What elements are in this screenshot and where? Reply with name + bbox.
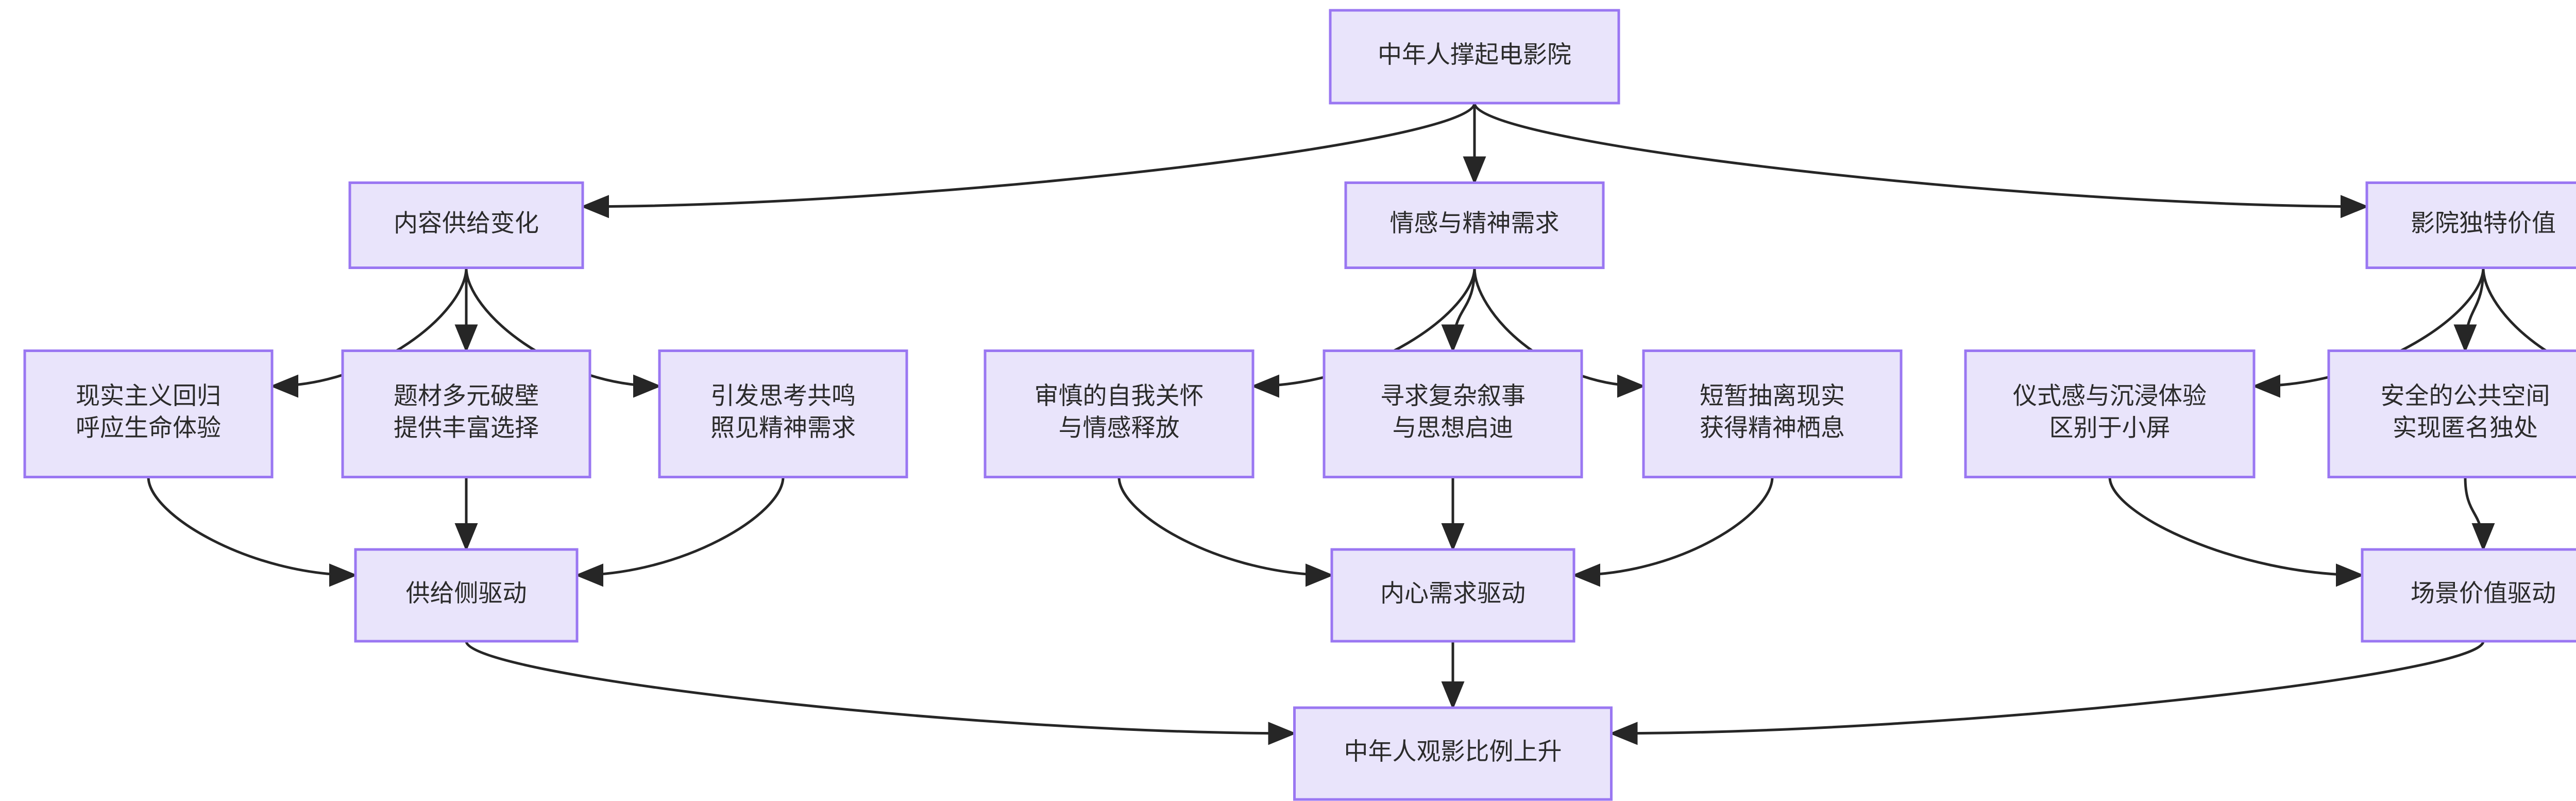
node-label-line: 影院独特价值 [2411, 209, 2556, 237]
edge-cat2-to-leaf5 [1441, 268, 1476, 353]
node-box-driver2[interactable] [1330, 548, 1575, 643]
node-box-driver1[interactable] [354, 548, 579, 643]
node-box-leaf3[interactable] [658, 349, 908, 478]
node-label-line: 短暂抽离现实 [1700, 382, 1845, 409]
edge-cat3-to-leaf9 [2482, 268, 2576, 369]
edge-leaf4-to-driver2 [1117, 477, 1334, 587]
node-leaf8[interactable]: 安全的公共空间实现匿名独处 [2327, 349, 2576, 478]
node-label-line: 获得精神栖息 [1700, 414, 1845, 441]
node-label-line: 内心需求驱动 [1380, 579, 1526, 607]
node-box-outcome[interactable] [1293, 706, 1613, 801]
node-driver1[interactable]: 供给侧驱动 [354, 548, 579, 643]
node-leaf4[interactable]: 审慎的自我关怀与情感释放 [984, 349, 1255, 478]
node-box-cat1[interactable] [348, 181, 584, 269]
node-label-driver1: 供给侧驱动 [406, 579, 527, 607]
node-driver2[interactable]: 内心需求驱动 [1330, 548, 1575, 643]
node-box-cat3[interactable] [2365, 181, 2576, 269]
edge-leaf8-to-driver3 [2464, 477, 2495, 552]
node-root[interactable]: 中年人撑起电影院 [1329, 9, 1620, 105]
node-box-leaf1[interactable] [23, 349, 274, 478]
node-label-line: 现实主义回归 [76, 382, 221, 409]
edge-cat2-to-leaf6 [1473, 268, 1646, 398]
node-box-leaf8[interactable] [2327, 349, 2576, 478]
node-label-line: 照见精神需求 [710, 414, 856, 441]
edge-root-to-cat1 [580, 103, 1476, 219]
node-box-cat2[interactable] [1344, 181, 1605, 269]
node-leaf5[interactable]: 寻求复杂叙事与思想启迪 [1323, 349, 1583, 478]
node-label-driver3: 场景价值驱动 [2411, 579, 2556, 607]
edge-driver3-to-outcome [1609, 641, 2485, 745]
node-label-leaf2: 题材多元破壁提供丰富选择 [394, 382, 539, 441]
node-label-line: 仪式感与沉浸体验 [2013, 382, 2207, 409]
node-box-leaf2[interactable] [341, 349, 591, 478]
node-label-line: 寻求复杂叙事 [1380, 382, 1526, 409]
edge-cat1-to-leaf1 [270, 268, 468, 398]
node-leaf2[interactable]: 题材多元破壁提供丰富选择 [341, 349, 591, 478]
node-label-line: 中年人撑起电影院 [1378, 41, 1571, 68]
node-label-line: 提供丰富选择 [394, 414, 539, 441]
node-label-line: 与思想启迪 [1393, 414, 1514, 441]
node-box-root[interactable] [1329, 9, 1620, 105]
node-label-leaf1: 现实主义回归呼应生命体验 [76, 382, 221, 441]
node-label-cat1: 内容供给变化 [394, 209, 539, 237]
edge-leaf1-to-driver1 [147, 477, 358, 587]
edge-leaf3-to-driver1 [574, 477, 785, 587]
node-label-line: 区别于小屏 [2049, 414, 2171, 441]
node-label-cat2: 情感与精神需求 [1390, 209, 1560, 237]
node-label-line: 场景价值驱动 [2411, 579, 2556, 607]
node-label-line: 中年人观影比例上升 [1344, 738, 1562, 765]
edge-cat3-to-leaf8 [2453, 268, 2485, 353]
node-label-root: 中年人撑起电影院 [1378, 41, 1571, 68]
node-label-leaf5: 寻求复杂叙事与思想启迪 [1380, 382, 1526, 441]
node-label-line: 供给侧驱动 [406, 579, 527, 607]
node-cat3[interactable]: 影院独特价值 [2365, 181, 2576, 269]
node-leaf1[interactable]: 现实主义回归呼应生命体验 [23, 349, 274, 478]
node-driver3[interactable]: 场景价值驱动 [2361, 548, 2576, 643]
node-leaf7[interactable]: 仪式感与沉浸体验区别于小屏 [1964, 349, 2256, 478]
node-label-leaf7: 仪式感与沉浸体验区别于小屏 [2013, 382, 2207, 441]
node-cat2[interactable]: 情感与精神需求 [1344, 181, 1605, 269]
node-label-driver2: 内心需求驱动 [1380, 579, 1526, 607]
node-label-outcome: 中年人观影比例上升 [1344, 738, 1562, 765]
node-label-leaf4: 审慎的自我关怀与情感释放 [1035, 382, 1204, 441]
node-box-leaf4[interactable] [984, 349, 1255, 478]
node-label-cat3: 影院独特价值 [2411, 209, 2556, 237]
node-label-line: 内容供给变化 [394, 209, 539, 237]
edges-layer [147, 103, 2576, 745]
node-leaf3[interactable]: 引发思考共鸣照见精神需求 [658, 349, 908, 478]
node-label-line: 安全的公共空间 [2381, 382, 2550, 409]
edge-root-to-cat3 [1473, 103, 2369, 219]
node-label-leaf8: 安全的公共空间实现匿名独处 [2381, 382, 2550, 441]
node-box-leaf7[interactable] [1964, 349, 2256, 478]
edge-cat3-to-leaf7 [2251, 268, 2485, 398]
node-label-line: 情感与精神需求 [1390, 209, 1560, 237]
node-label-line: 实现匿名独处 [2393, 414, 2538, 441]
node-label-line: 呼应生命体验 [76, 414, 221, 441]
node-outcome[interactable]: 中年人观影比例上升 [1293, 706, 1613, 801]
node-label-line: 与情感释放 [1059, 414, 1180, 441]
edge-cat1-to-leaf3 [465, 268, 662, 398]
node-label-line: 审慎的自我关怀 [1035, 382, 1204, 409]
node-label-leaf3: 引发思考共鸣照见精神需求 [710, 382, 856, 441]
node-box-driver3[interactable] [2361, 548, 2576, 643]
node-label-leaf6: 短暂抽离现实获得精神栖息 [1700, 382, 1845, 441]
edge-cat2-to-leaf4 [1250, 268, 1476, 398]
edge-leaf7-to-driver3 [2108, 477, 2365, 587]
edge-driver1-to-outcome [465, 641, 1297, 745]
node-cat1[interactable]: 内容供给变化 [348, 181, 584, 269]
node-box-leaf6[interactable] [1642, 349, 1903, 478]
edge-leaf6-to-driver2 [1571, 477, 1774, 587]
node-leaf6[interactable]: 短暂抽离现实获得精神栖息 [1642, 349, 1903, 478]
node-box-leaf5[interactable] [1323, 349, 1583, 478]
node-label-line: 题材多元破壁 [394, 382, 539, 409]
node-label-line: 引发思考共鸣 [710, 382, 856, 409]
